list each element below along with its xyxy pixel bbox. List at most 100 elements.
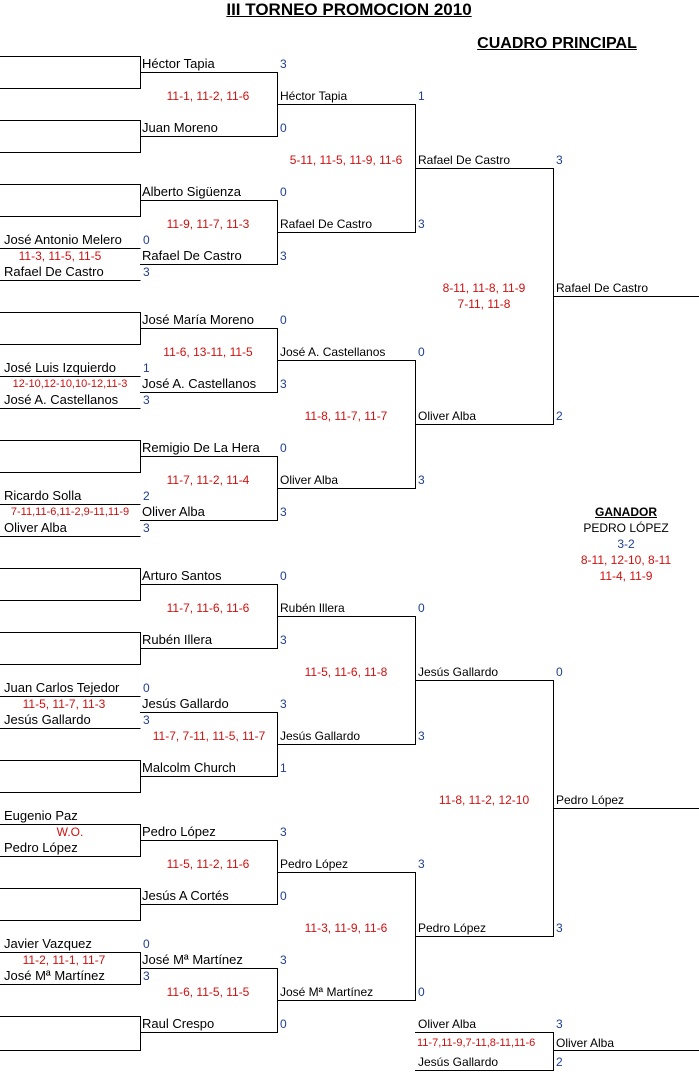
prelim-player-name: José Mª Martínez xyxy=(4,968,105,983)
r2-player-name: Oliver Alba xyxy=(280,473,339,487)
prelim-sets: 11-5, 11-7, 11-3 xyxy=(22,697,106,711)
prelim-score: 0 xyxy=(143,233,150,247)
prelim-score: 2 xyxy=(143,489,150,503)
sf-score: 3 xyxy=(556,921,563,935)
r1-sets: 11-7, 11-2, 11-4 xyxy=(166,473,250,487)
r1-score: 3 xyxy=(280,249,287,263)
r1-score: 3 xyxy=(280,633,287,647)
winner-sets: 8-11, 12-10, 8-11 xyxy=(580,553,672,567)
r1-player-name: Héctor Tapia xyxy=(142,56,215,71)
prelim-score: 0 xyxy=(143,937,150,951)
r1-score: 0 xyxy=(280,889,287,903)
r1-sets: 11-1, 11-2, 11-6 xyxy=(166,89,250,103)
r1-score: 0 xyxy=(280,185,287,199)
prelim-sets: W.O. xyxy=(56,825,84,839)
prelim-player-name: Oliver Alba xyxy=(4,520,67,535)
r1-score: 0 xyxy=(280,569,287,583)
r1-player-name: Raul Crespo xyxy=(142,1016,215,1031)
r1-score: 3 xyxy=(280,953,287,967)
prelim-sets: 11-3, 11-5, 11-5 xyxy=(18,249,102,263)
third-place-result: Oliver Alba xyxy=(556,1036,615,1050)
r1-player-name: Pedro López xyxy=(142,824,216,839)
r2-score: 0 xyxy=(418,345,425,359)
prelim-player-name: José Antonio Melero xyxy=(4,232,122,247)
r1-player-name: José María Moreno xyxy=(142,312,254,327)
prelim-score: 3 xyxy=(143,265,150,279)
sf-player-name: Oliver Alba xyxy=(418,409,477,423)
r2-player-name: José A. Castellanos xyxy=(280,345,386,359)
sf-score: 0 xyxy=(556,665,563,679)
sf-sets: 11-8, 11-2, 12-10 xyxy=(438,793,530,807)
r1-player-name: Jesús A Cortés xyxy=(142,888,229,903)
r2-score: 1 xyxy=(418,89,425,103)
page-title: III TORNEO PROMOCION 2010 xyxy=(226,0,472,19)
third-place-score: 2 xyxy=(556,1055,563,1069)
prelim-score: 3 xyxy=(143,521,150,535)
r1-score: 1 xyxy=(280,761,287,775)
winner-name: PEDRO LÓPEZ xyxy=(583,521,669,535)
r2-sets: 5-11, 11-5, 11-9, 11-6 xyxy=(289,153,403,167)
page-subtitle: CUADRO PRINCIPAL xyxy=(477,35,637,52)
finalist-name: Pedro López xyxy=(556,793,625,807)
r1-player-name: Malcolm Church xyxy=(142,760,236,775)
r1-player-name: Juan Moreno xyxy=(142,120,218,135)
r2-score: 0 xyxy=(418,601,425,615)
prelim-player-name: Eugenio Paz xyxy=(4,808,78,823)
prelim-player-name: Javier Vazquez xyxy=(4,936,92,951)
r1-score: 0 xyxy=(280,441,287,455)
r2-score: 0 xyxy=(418,985,425,999)
r2-score: 3 xyxy=(418,729,425,743)
prelim-sets: 12-10,12-10,10-12,11-3 xyxy=(12,378,128,390)
r1-sets: 11-7, 7-11, 11-5, 11-7 xyxy=(152,729,266,743)
r1-score: 0 xyxy=(280,313,287,327)
sf-player-name: Jesús Gallardo xyxy=(418,665,499,679)
r1-sets: 11-6, 13-11, 11-5 xyxy=(163,345,253,359)
r2-score: 3 xyxy=(418,473,425,487)
r2-sets: 11-3, 11-9, 11-6 xyxy=(304,921,388,935)
prelim-player-name: José A. Castellanos xyxy=(4,392,119,407)
prelim-player-name: Rafael De Castro xyxy=(4,264,104,279)
prelim-player-name: Ricardo Solla xyxy=(4,488,82,503)
r1-score: 3 xyxy=(280,825,287,839)
r2-sets: 11-5, 11-6, 11-8 xyxy=(304,665,388,679)
r2-player-name: Héctor Tapia xyxy=(280,89,348,103)
r2-player-name: Jesús Gallardo xyxy=(280,729,361,743)
finalist-name: Rafael De Castro xyxy=(556,281,649,295)
prelim-score: 3 xyxy=(143,969,150,983)
r1-player-name: Jesús Gallardo xyxy=(142,696,229,711)
r1-player-name: Oliver Alba xyxy=(142,504,205,519)
r2-sets: 11-8, 11-7, 11-7 xyxy=(304,409,388,423)
prelim-sets: 7-11,11-6,11-2,9-11,11-9 xyxy=(10,506,130,518)
sf-score: 3 xyxy=(556,153,563,167)
sf-player-name: Pedro López xyxy=(418,921,487,935)
third-place-sets: 11-7,11-9,7-11,8-11,11-6 xyxy=(417,1037,536,1049)
r1-player-name: Remigio De La Hera xyxy=(142,440,260,455)
r1-player-name: José A. Castellanos xyxy=(142,376,257,391)
r1-player-name: Rafael De Castro xyxy=(142,248,242,263)
r1-score: 3 xyxy=(280,377,287,391)
sf-score: 2 xyxy=(556,409,563,423)
r1-sets: 11-5, 11-2, 11-6 xyxy=(166,857,250,871)
r2-player-name: José Mª Martínez xyxy=(280,985,374,999)
prelim-score: 1 xyxy=(143,361,150,375)
r2-player-name: Rafael De Castro xyxy=(280,217,373,231)
prelim-player-name: Jesús Gallardo xyxy=(4,712,91,727)
r1-score: 3 xyxy=(280,697,287,711)
r2-player-name: Pedro López xyxy=(280,857,349,871)
r1-player-name: Rubén Illera xyxy=(142,632,213,647)
r1-player-name: Alberto Sigüenza xyxy=(142,184,242,199)
r1-score: 0 xyxy=(280,1017,287,1031)
r1-sets: 11-6, 11-5, 11-5 xyxy=(166,985,250,999)
r2-score: 3 xyxy=(418,217,425,231)
winner-score: 3-2 xyxy=(617,537,635,551)
third-place-score: 3 xyxy=(556,1017,563,1031)
winner-label: GANADOR xyxy=(595,505,657,519)
prelim-player-name: Juan Carlos Tejedor xyxy=(4,680,120,695)
sf-sets: 8-11, 11-8, 11-9 xyxy=(442,281,526,295)
r1-sets: 11-7, 11-6, 11-6 xyxy=(166,601,250,615)
r1-score: 3 xyxy=(280,57,287,71)
prelim-score: 3 xyxy=(143,713,150,727)
prelim-player-name: José Luis Izquierdo xyxy=(4,360,117,375)
r1-sets: 11-9, 11-7, 11-3 xyxy=(166,217,250,231)
